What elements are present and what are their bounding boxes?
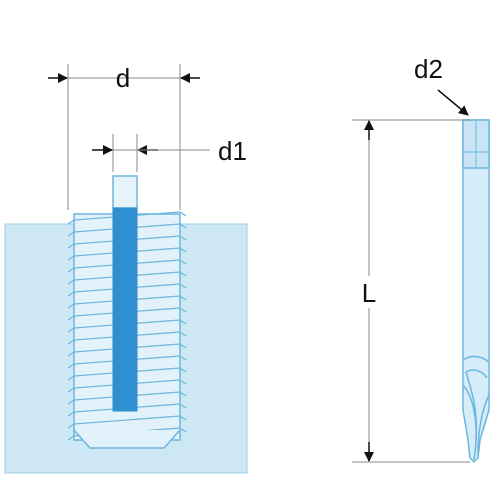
threaded-hole-section bbox=[4, 175, 248, 474]
label-d: d bbox=[116, 63, 130, 93]
dimension-d1: d1 bbox=[92, 134, 247, 172]
thread-line bbox=[67, 415, 187, 429]
tap-flute-2 bbox=[462, 384, 490, 461]
label-d1: d1 bbox=[218, 136, 247, 166]
label-d2: d2 bbox=[414, 54, 443, 84]
dimension-L: L bbox=[352, 119, 470, 463]
thread-lines bbox=[67, 211, 187, 441]
tap-side-view bbox=[462, 119, 490, 464]
label-L: L bbox=[362, 278, 376, 308]
dimension-d: d bbox=[48, 63, 200, 210]
tap-body bbox=[462, 119, 490, 464]
d2-leader bbox=[437, 89, 469, 116]
dimension-d2: d2 bbox=[414, 54, 469, 116]
thread-bottom bbox=[73, 429, 181, 449]
tap-shank-tip bbox=[112, 175, 138, 209]
L-label-bg bbox=[357, 276, 381, 308]
tap-shank bbox=[112, 207, 138, 412]
